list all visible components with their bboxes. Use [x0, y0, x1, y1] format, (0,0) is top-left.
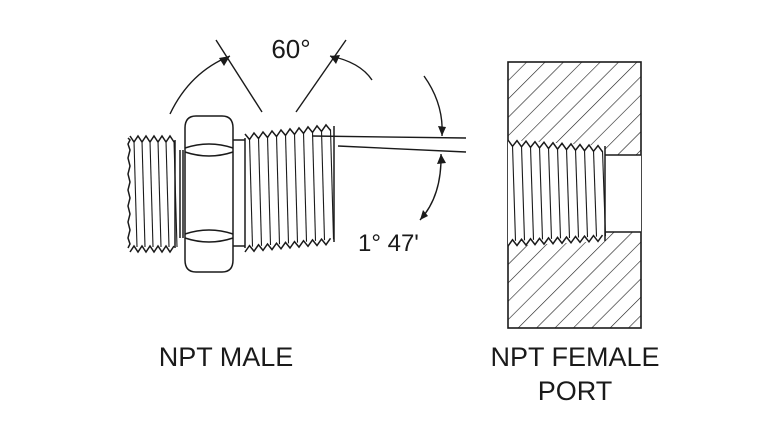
female-caption-line2: PORT	[538, 376, 613, 406]
male-caption: NPT MALE	[159, 342, 294, 372]
npt-male-fitting	[127, 115, 335, 273]
taper-angle-dimension	[311, 75, 467, 221]
tapered-threaded-body	[233, 123, 335, 253]
thread-angle-label: 60°	[271, 34, 310, 64]
left-threaded-stub	[127, 134, 184, 254]
threaded-bore	[508, 140, 641, 246]
npt-female-port	[507, 61, 642, 329]
taper-angle-label: 1° 47'	[358, 230, 419, 257]
female-caption-line1: NPT FEMALE	[490, 342, 659, 372]
hex-nut	[184, 115, 234, 273]
thread-angle-dimension	[169, 39, 373, 115]
